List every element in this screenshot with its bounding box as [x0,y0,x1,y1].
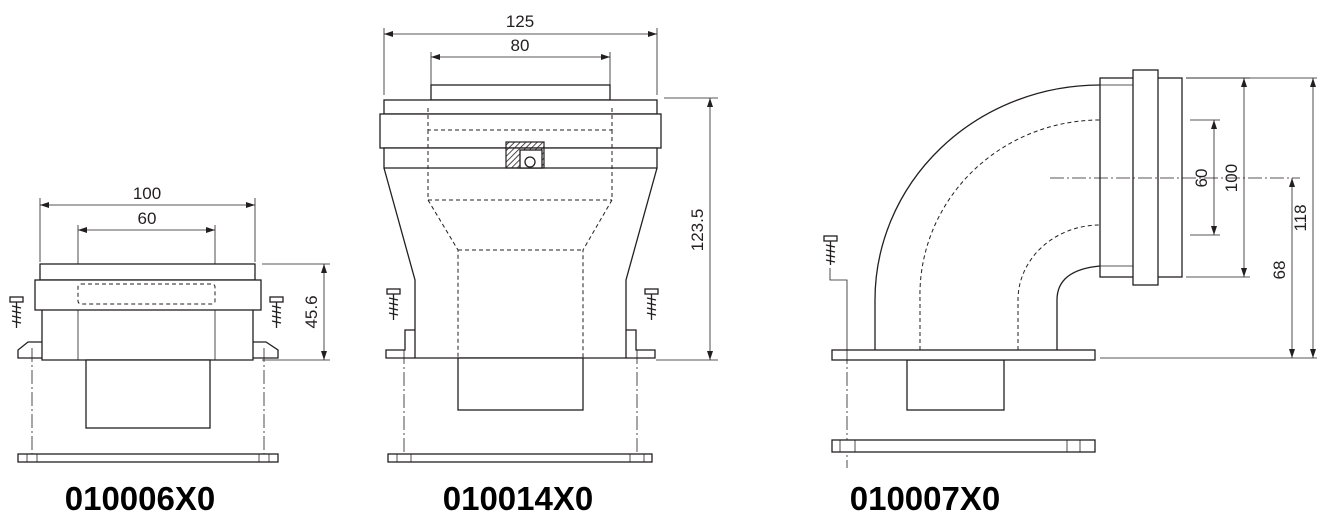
part-010007X0-code: 010007X0 [850,480,1000,517]
part-010006X0-drawing [9,198,330,463]
part-010007X0-drawing [823,69,1317,468]
part-010007X0-axis-height-label: 68 [1270,261,1289,280]
part-010006X0-height-label: 45.6 [302,295,321,328]
part-010007X0-total-height-label: 118 [1291,204,1310,231]
part-010014X0-inner-width-label: 80 [511,36,530,55]
part-010007X0-outer-diameter-label: 100 [1222,164,1241,192]
part-010006X0-inner-width-label: 60 [138,209,157,228]
part-010014X0-height-label: 123.5 [688,209,707,252]
part-010007X0-inner-diameter-label: 60 [1192,169,1211,188]
part-010006X0-code: 010006X0 [65,480,215,517]
part-010006X0-outer-width-label: 100 [133,184,161,203]
part-010014X0-code: 010014X0 [443,480,593,517]
part-010014X0-outer-width-label: 125 [506,12,534,31]
part-010014X0-drawing [379,28,718,463]
